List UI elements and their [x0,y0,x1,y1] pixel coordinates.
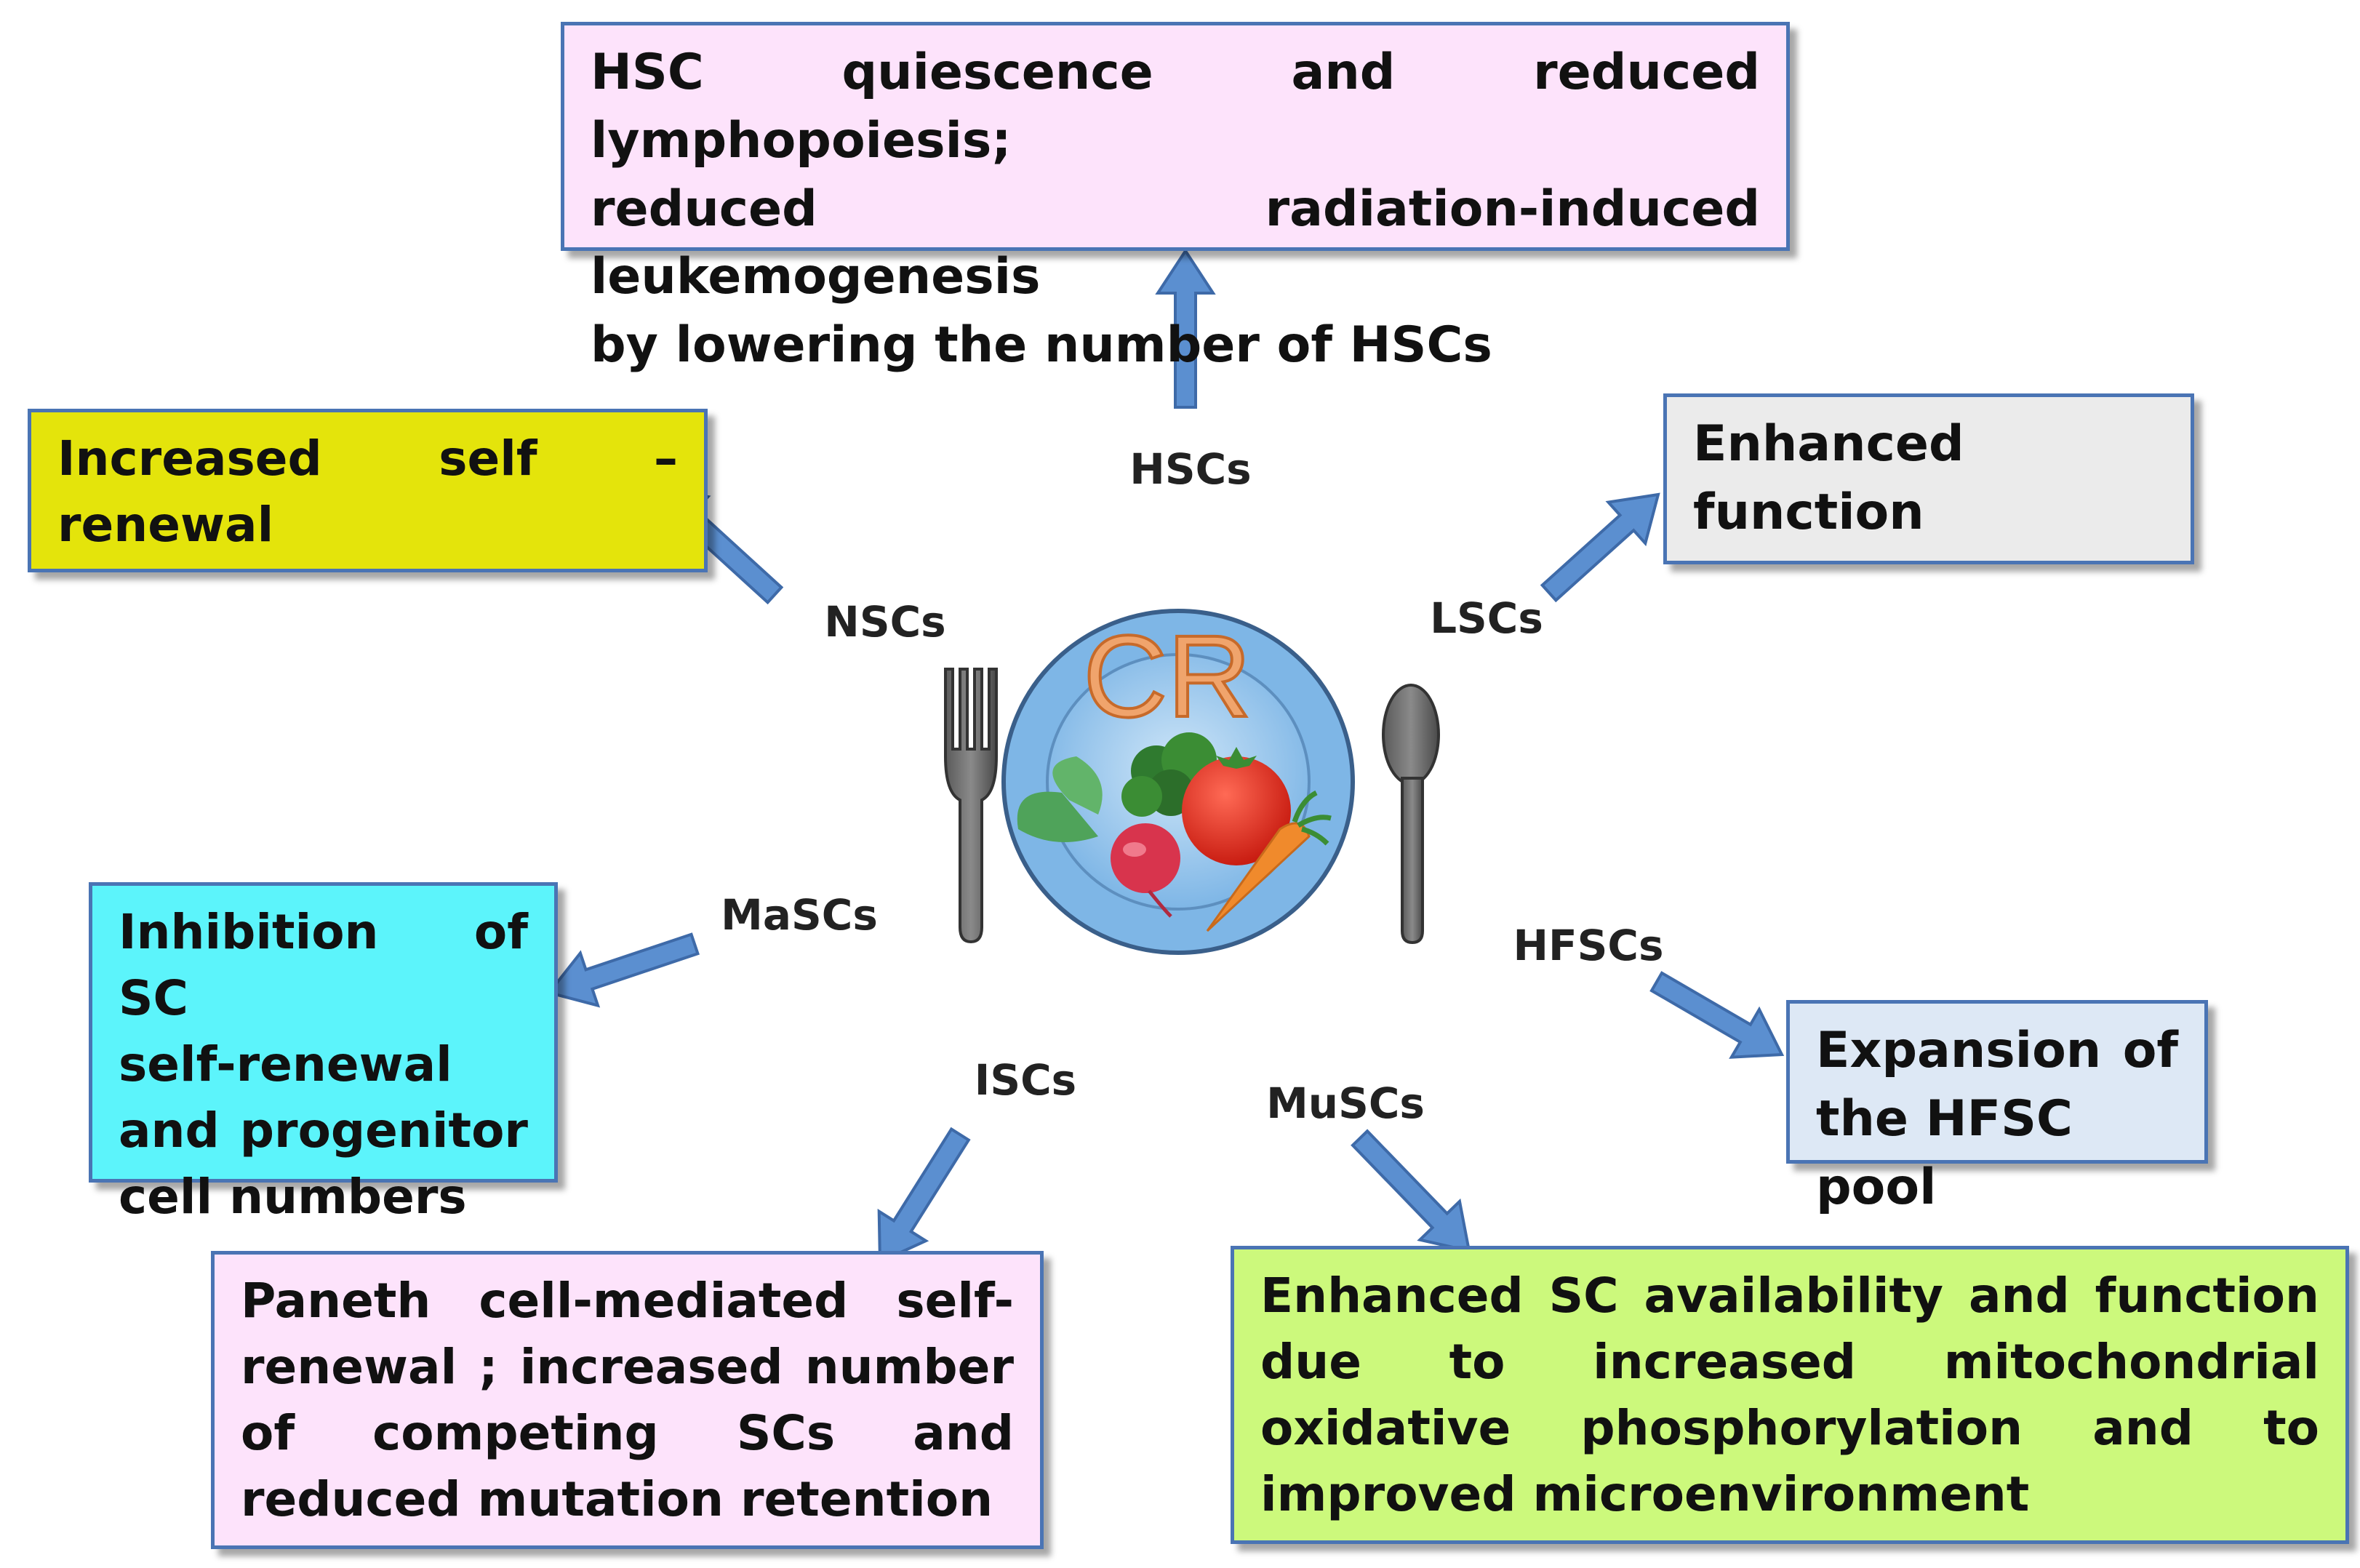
hfsc-effect-line: Expansion of [1816,1022,2178,1079]
isc-effect-box: Paneth cell-mediated self-renewal ; incr… [211,1251,1044,1549]
isc-effect-line: reduced mutation retention [241,1471,993,1528]
nsc-effect-box: Increased self – renewal [28,409,708,572]
lsc-effect-box: Enhanced function [1663,393,2194,564]
masc-effect-line: Inhibition of SC [119,904,528,1027]
hfsc-effect-box: Expansion of the HFSC pool [1786,1000,2208,1216]
masc-label: MaSCs [721,890,878,940]
hsc-effect-box: HSC quiescence and reduced lymphopoiesis… [561,22,1790,374]
nsc-effect-line: renewal [57,497,274,553]
isc-effect-line: of competing SCs and [241,1405,1014,1462]
fork-icon [944,668,998,944]
arrow-lsc [1540,492,1660,603]
musc-effect-line: Enhanced SC availability and function [1260,1268,2319,1324]
hsc-effect-line: by lowering the number of HSCs [591,316,1492,375]
musc-effect-line: improved microenvironment [1260,1466,2030,1523]
arrow-masc [546,932,700,1008]
hsc-label: HSCs [1129,444,1251,494]
lsc-label: LSCs [1430,593,1543,643]
hsc-effect-line: HSC quiescence and reduced lymphopoiesis… [591,44,1760,169]
masc-effect-line: and progenitor [119,1103,528,1159]
hfsc-label: HFSCs [1513,921,1663,970]
arrow-hsc [1155,248,1216,409]
masc-effect-box: Inhibition of SC self-renewal and progenit… [89,882,558,1225]
musc-effect-box: Enhanced SC availability and function due… [1231,1246,2349,1544]
center-label: CR [1083,611,1251,741]
isc-effect-line: renewal ; increased number [241,1339,1014,1396]
isc-effect-line: Paneth cell-mediated self- [241,1273,1014,1329]
arrow-hfsc [1649,971,1785,1059]
spoon-icon [1382,684,1440,945]
arrow-musc [1351,1129,1471,1253]
isc-label: ISCs [975,1055,1076,1105]
arrow-isc [877,1127,971,1265]
hfsc-effect-line: the HFSC pool [1816,1089,2073,1216]
nsc-label: NSCs [824,597,945,647]
nsc-effect-line: Increased self – [57,431,678,487]
lsc-effect-line: Enhanced [1693,415,1964,473]
vegetables-icon [1017,732,1332,932]
masc-effect-line: cell numbers [119,1169,467,1225]
musc-label: MuSCs [1266,1079,1425,1128]
musc-effect-line: oxidative phosphorylation and to [1260,1400,2319,1457]
hsc-effect-line: reduced radiation-induced leukemogenesis [591,180,1760,306]
musc-effect-line: due to increased mitochondrial [1260,1334,2319,1391]
masc-effect-line: self-renewal [119,1036,452,1093]
lsc-effect-line: function [1693,483,1924,541]
